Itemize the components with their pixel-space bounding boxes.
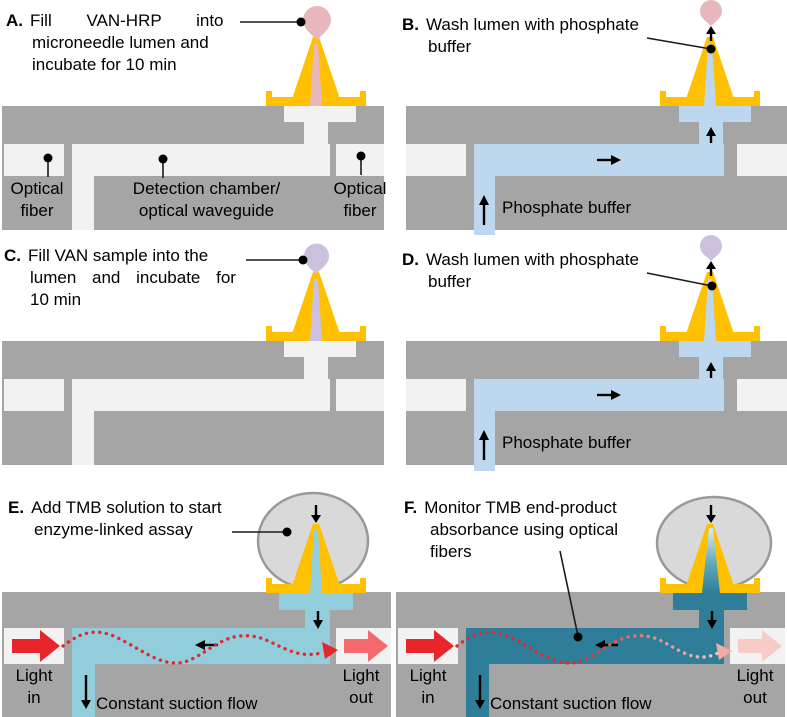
van-hrp-droplet-icon xyxy=(303,6,331,40)
chip-channels xyxy=(406,106,787,235)
flow-arrow-right-icon xyxy=(597,155,621,165)
pointer-line xyxy=(246,255,308,265)
panel-b: B.Wash lumen with phosphate buffer Phosp… xyxy=(394,0,787,235)
pointer-line xyxy=(559,550,583,642)
panel-f-caption: F.Monitor TMB end-product absorbance usi… xyxy=(404,498,619,561)
microneedle-icon xyxy=(660,272,760,341)
light-path-dotted-icon xyxy=(61,630,338,665)
phosphate-buffer-label: Phosphate buffer xyxy=(502,433,632,452)
pointer-line xyxy=(646,272,717,291)
microneedle-icon xyxy=(660,524,760,593)
flow-arrow-down-riser-icon xyxy=(313,611,323,629)
panel-a-caption: A.Fill VAN-HRP into microneedle lumen an… xyxy=(6,11,224,74)
light-out-arrow-icon xyxy=(738,630,782,662)
panel-d-art xyxy=(406,235,787,471)
van-sample-droplet-icon xyxy=(700,235,722,261)
flow-arrow-down-tip-icon xyxy=(311,505,321,523)
flow-arrow-down-suction-icon xyxy=(81,675,91,709)
chip-channels xyxy=(4,341,384,465)
flow-arrow-right-icon xyxy=(597,390,621,400)
flow-arrow-up-tip-icon xyxy=(706,26,716,41)
panel-d-caption: D.Wash lumen with phosphate buffer xyxy=(402,250,639,291)
panel-d: D.Wash lumen with phosphate buffer Phosp… xyxy=(394,235,787,475)
flow-arrow-up-riser-icon xyxy=(706,127,716,143)
flow-arrow-up-inlet-icon xyxy=(479,430,489,460)
panel-letter: B. xyxy=(402,15,419,34)
panel-letter: E. xyxy=(8,498,25,517)
label-pointer-dots xyxy=(43,151,366,178)
pointer-line xyxy=(240,17,306,27)
light-path-dotted-icon xyxy=(455,630,732,665)
suction-flow-label: Constant suction flow xyxy=(490,694,652,713)
light-in-arrow-icon xyxy=(12,630,60,662)
panel-b-art xyxy=(406,0,787,235)
light-in-arrow-icon xyxy=(406,630,454,662)
panel-a: A.Fill VAN-HRP into microneedle lumen an… xyxy=(0,0,394,235)
chip-channels xyxy=(406,341,787,471)
panel-c: C.Fill VAN sample into the lumen and inc… xyxy=(0,235,394,475)
panel-letter: C. xyxy=(4,246,21,265)
phosphate-buffer-label: Phosphate buffer xyxy=(502,198,632,217)
flow-arrow-up-inlet-icon xyxy=(479,195,489,225)
chip-channels xyxy=(4,106,384,230)
panel-c-caption: C.Fill VAN sample into the lumen and inc… xyxy=(4,246,236,309)
panel-e: E.Add TMB solution to start enzyme-linke… xyxy=(0,475,394,717)
flow-arrow-down-tip-icon xyxy=(706,505,716,523)
flow-arrow-down-suction-icon xyxy=(475,675,485,709)
panel-a-art xyxy=(2,6,384,230)
panel-letter: F. xyxy=(404,498,418,517)
panel-e-art xyxy=(2,491,391,717)
microneedle-icon xyxy=(266,524,366,593)
panel-e-caption: E.Add TMB solution to start enzyme-linke… xyxy=(8,498,222,539)
detection-chamber-label: Detection chamber/optical waveguide xyxy=(132,179,281,220)
pointer-line xyxy=(232,527,292,537)
panel-f: F.Monitor TMB end-product absorbance usi… xyxy=(394,475,787,717)
pointer-line xyxy=(646,37,716,54)
van-hrp-droplet-icon xyxy=(700,0,722,26)
flow-arrow-up-riser-icon xyxy=(706,362,716,378)
microneedle-icon xyxy=(266,272,366,341)
panel-c-art xyxy=(2,243,384,465)
flow-arrow-down-riser-icon xyxy=(707,611,717,629)
suction-flow-label: Constant suction flow xyxy=(96,694,258,713)
panel-f-art xyxy=(396,495,785,717)
microneedle-icon xyxy=(660,37,760,106)
panel-letter: A. xyxy=(6,11,23,30)
van-sample-droplet-icon xyxy=(304,243,329,274)
flow-arrow-up-tip-icon xyxy=(706,261,716,276)
light-out-arrow-icon xyxy=(344,630,388,662)
panel-letter: D. xyxy=(402,250,419,269)
microneedle-icon xyxy=(266,37,366,106)
panel-b-caption: B.Wash lumen with phosphate buffer xyxy=(402,15,639,56)
